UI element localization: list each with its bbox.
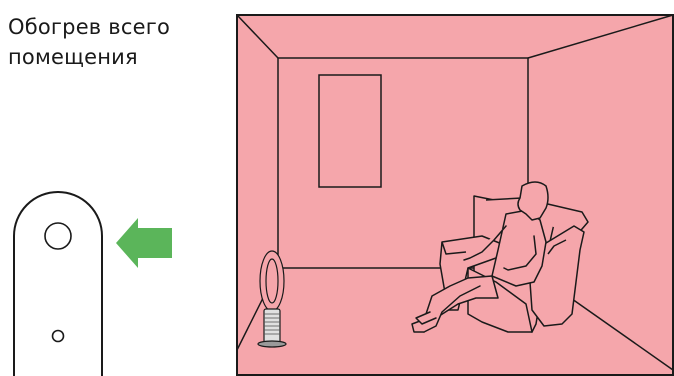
room-background xyxy=(237,15,673,375)
room-illustration xyxy=(236,14,674,376)
page-title: Обогрев всего помещения xyxy=(8,12,213,72)
wall-picture xyxy=(319,75,381,187)
left-arrow-icon xyxy=(116,218,174,268)
title-line-2: помещения xyxy=(8,42,213,72)
remote-power-button[interactable] xyxy=(45,223,71,249)
remote-control-icon[interactable] xyxy=(12,190,104,376)
title-line-1: Обогрев всего xyxy=(8,12,213,42)
remote-small-button[interactable] xyxy=(53,331,64,342)
